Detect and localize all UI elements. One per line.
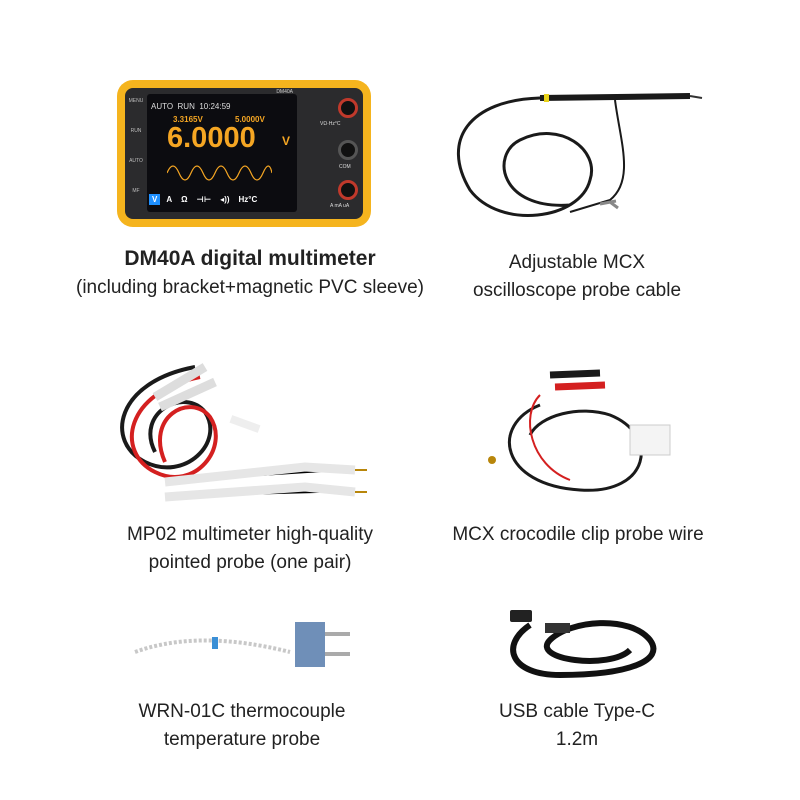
jack-com (338, 140, 358, 160)
jack-v (338, 98, 358, 118)
multimeter-screen: DM40A AUTO RUN 10:24:59 3.3165V 5.0000V … (147, 89, 297, 212)
tab-voltage: V (149, 194, 161, 205)
tab-capacitance: ⊣⊢ (196, 195, 212, 204)
tab-frequency: Hz°C (238, 195, 258, 204)
item-caption-multimeter: DM40A digital multimeter (including brac… (30, 245, 470, 302)
jack-a-label: A mA uA (330, 203, 350, 209)
oscilloscope-probe-image (457, 93, 703, 217)
item-line2: 1.2m (555, 729, 599, 750)
item-line1: USB cable Type-C (499, 701, 655, 722)
sub-reading-left: 3.3165V (173, 115, 203, 124)
item-line1: WRN-01C thermocouple (138, 701, 346, 722)
status-bar: AUTO RUN 10:24:59 (151, 102, 230, 111)
item-line1: MP02 multimeter high-quality (126, 524, 374, 545)
mf-button: MF (132, 188, 140, 194)
jack-a (338, 180, 358, 200)
mode-text: AUTO (151, 102, 174, 111)
main-unit: V (282, 134, 291, 148)
sub-reading-right: 5.0000V (235, 115, 265, 124)
item-line1: MCX crocodile clip probe wire (452, 524, 704, 545)
item-line2: temperature probe (163, 729, 321, 750)
model-label: DM40A (276, 89, 293, 95)
auto-button: AUTO (129, 158, 143, 164)
test-probes-image (120, 363, 367, 502)
item-caption-usb-cable: USB cable Type-C 1.2m (440, 698, 714, 754)
tab-continuity: ◂)) (220, 195, 230, 204)
waveform (167, 165, 272, 181)
item-caption-thermocouple: WRN-01C thermocouple temperature probe (60, 698, 424, 754)
item-title: DM40A digital multimeter (124, 247, 376, 270)
item-subtitle: (including bracket+magnetic PVC sleeve) (76, 277, 424, 298)
item-caption-mcx-clip: MCX crocodile clip probe wire (420, 521, 736, 549)
item-line2: oscilloscope probe cable (472, 280, 682, 301)
thermocouple-image (134, 622, 350, 667)
tab-resistance: Ω (181, 195, 188, 204)
jack-v-label: VΩ·Hz°C (320, 121, 341, 127)
mcx-clip-wire-image (488, 369, 671, 492)
main-reading: 6.0000 (167, 122, 256, 154)
jack-com-label: COM (339, 164, 351, 170)
item-caption-probe-cable: Adjustable MCX oscilloscope probe cable (440, 249, 714, 305)
run-button: RUN (130, 128, 142, 134)
time-text: 10:24:59 (199, 102, 231, 111)
state-text: RUN (177, 102, 195, 111)
menu-button: MENU (128, 98, 144, 104)
item-caption-test-probes: MP02 multimeter high-quality pointed pro… (60, 521, 440, 577)
multimeter-image: MENU RUN AUTO MF DM40A AUTO RUN 10:24:59… (117, 80, 371, 227)
item-line1: Adjustable MCX (508, 252, 646, 273)
usb-cable-image (510, 610, 657, 679)
item-line2: pointed probe (one pair) (148, 552, 352, 573)
tab-current: A (166, 195, 173, 204)
